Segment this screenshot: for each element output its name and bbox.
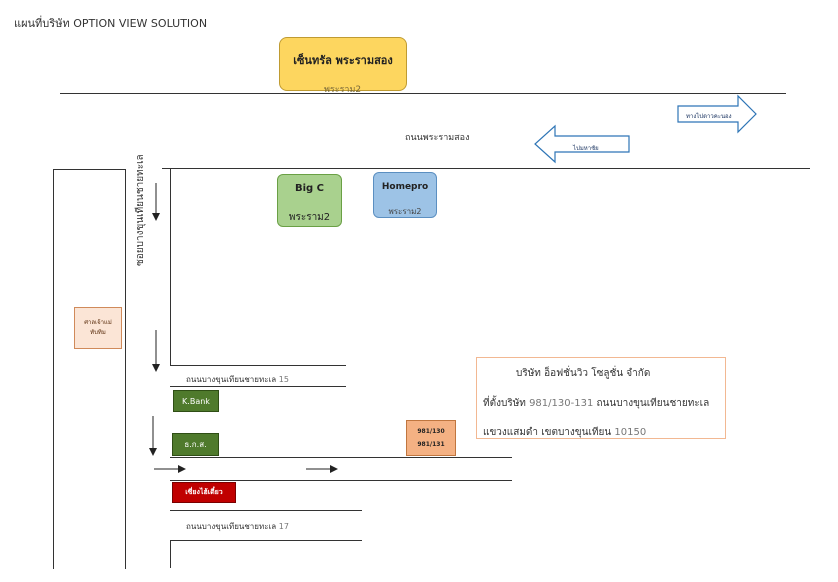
road-line-rama2-north — [60, 93, 786, 94]
company-address-line1: ที่ตั้งบริษัท 981/130-131 ถนนบางขุนเทียน… — [483, 398, 710, 409]
landmark-central[interactable]: เซ็นทรัล พระรามสอง พระราม2 — [279, 37, 407, 95]
landmark-bigc-sub: พระราม2 — [288, 212, 331, 223]
road-line-soi17-north — [170, 510, 362, 511]
landmark-shrine[interactable]: ศาลเจ้าแม่ ทับทิม — [74, 307, 122, 349]
arrow-left-icon — [534, 124, 630, 164]
right-arrow-icon — [306, 465, 338, 473]
landmark-red-shop-name: เซี่ยงไฮ้เตี๋ยว — [185, 488, 223, 496]
landmark-central-name: เซ็นทรัล พระรามสอง — [293, 54, 393, 67]
landmark-homepro[interactable]: Homepro พระราม2 — [373, 172, 437, 218]
landmark-bigc[interactable]: Big C พระราม2 — [277, 174, 342, 227]
road-line-main-lower-south — [170, 480, 512, 481]
landmark-homepro-sub: พระราม2 — [388, 207, 422, 216]
landmark-shrine-line2: ทับทิม — [90, 329, 106, 336]
landmark-shrine-line1: ศาลเจ้าแม่ — [84, 319, 112, 326]
company-building[interactable]: 981/130 981/131 — [406, 420, 456, 456]
road-line-soi17-west — [170, 540, 171, 568]
down-arrow-icon — [152, 330, 160, 372]
road-label-soi17: ถนนบางขุนเทียนชายทะเล 17 — [186, 522, 289, 531]
road-label-rama2: ถนนพระรามสอง — [405, 133, 470, 143]
road-line-far-left — [53, 169, 54, 569]
map-title: แผนที่บริษัท OPTION VIEW SOLUTION — [14, 17, 208, 30]
landmark-bigc-name: Big C — [294, 183, 325, 194]
road-line-soi15-north — [170, 365, 346, 366]
road-line-soi15-south — [170, 386, 346, 387]
landmark-baac-name: ธ.ก.ส. — [184, 440, 207, 449]
road-line-vertical-west — [125, 169, 126, 569]
road-line-corner-left — [53, 169, 125, 170]
road-line-rama2-south — [162, 168, 810, 169]
landmark-kbank-name: K.Bank — [182, 396, 210, 406]
company-address-line2: แขวงแสมดำ เขตบางขุนเทียน 10150 — [483, 427, 647, 438]
arrow-left-label: ไปมหาชัย — [573, 145, 599, 152]
landmark-kbank[interactable]: K.Bank — [173, 390, 219, 412]
road-line-main-lower-north — [170, 457, 512, 458]
road-line-soi17-south — [170, 540, 362, 541]
landmark-homepro-name: Homepro — [381, 182, 429, 192]
company-info-box: บริษัท อ็อฟชั่นวิว โซลูชั่น จำกัด ที่ตั้… — [476, 357, 726, 439]
arrow-right-label: ทางไปดาวคะนอง — [686, 113, 732, 120]
landmark-red-shop[interactable]: เซี่ยงไฮ้เตี๋ยว — [172, 482, 236, 503]
landmark-central-sub: พระราม2 — [324, 85, 362, 95]
down-arrow-icon — [152, 183, 160, 221]
road-label-vertical: ซอยบางขุนเทียนชายทะเล — [135, 154, 146, 266]
down-arrow-icon — [149, 416, 157, 456]
arrow-right-icon — [677, 94, 757, 134]
right-arrow-icon — [154, 465, 186, 473]
landmark-baac[interactable]: ธ.ก.ส. — [172, 433, 219, 456]
building-number-2: 981/131 — [417, 441, 445, 448]
company-name: บริษัท อ็อฟชั่นวิว โซลูชั่น จำกัด — [516, 368, 651, 379]
road-label-soi15: ถนนบางขุนเทียนชายทะเล 15 — [186, 375, 289, 384]
building-number-1: 981/130 — [417, 428, 445, 435]
road-line-vertical-east — [170, 169, 171, 365]
